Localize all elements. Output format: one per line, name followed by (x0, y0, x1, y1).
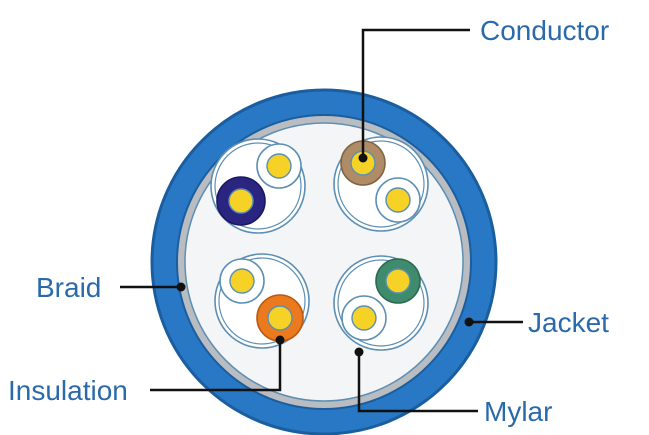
label-insulation: Insulation (8, 375, 128, 406)
conductor-core (228, 188, 254, 214)
conductor-core (385, 268, 411, 294)
twisted-pair-top-left (210, 138, 306, 234)
label-braid: Braid (36, 272, 101, 303)
leader-mylar (354, 347, 478, 413)
conductor-core (267, 305, 293, 331)
leader-jacket (464, 317, 523, 327)
leader-braid (120, 282, 186, 292)
twisted-pair-top-right (333, 136, 429, 232)
conductor-core (266, 153, 292, 179)
leader-conductor (358, 28, 470, 163)
twisted-pair-bottom-right (333, 255, 429, 351)
label-jacket: Jacket (528, 307, 609, 338)
label-mylar: Mylar (484, 396, 552, 427)
conductor-core (385, 187, 411, 213)
leader-insulation (150, 335, 285, 392)
conductor-core (351, 305, 377, 331)
conductor-core (229, 268, 255, 294)
twisted-pair-bottom-left (214, 253, 310, 349)
label-conductor: Conductor (480, 15, 609, 46)
